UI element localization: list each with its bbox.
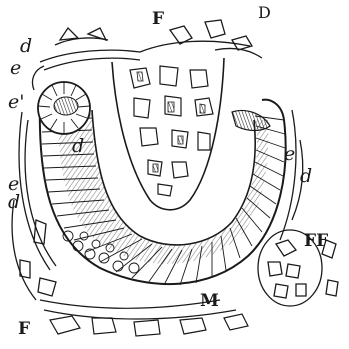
label-FF: FF	[304, 231, 328, 251]
label-d-inner: d	[72, 135, 84, 157]
label-e-prime: e'	[8, 91, 24, 113]
hatched-patch-right	[232, 111, 270, 131]
label-d-right: d	[300, 165, 312, 187]
label-F-bottom: F	[18, 319, 30, 339]
label-M: M	[200, 291, 219, 311]
label-F-top: F	[152, 9, 164, 29]
central-stroma	[112, 58, 224, 210]
connective-tissue-right	[258, 110, 338, 306]
label-d-top-left: d	[20, 35, 32, 57]
label-d-left: d	[8, 191, 20, 213]
label-D: D	[258, 3, 271, 22]
fold-tip-left	[38, 82, 90, 134]
label-e-right: e	[284, 143, 295, 165]
label-e-top-left: e	[10, 57, 21, 79]
